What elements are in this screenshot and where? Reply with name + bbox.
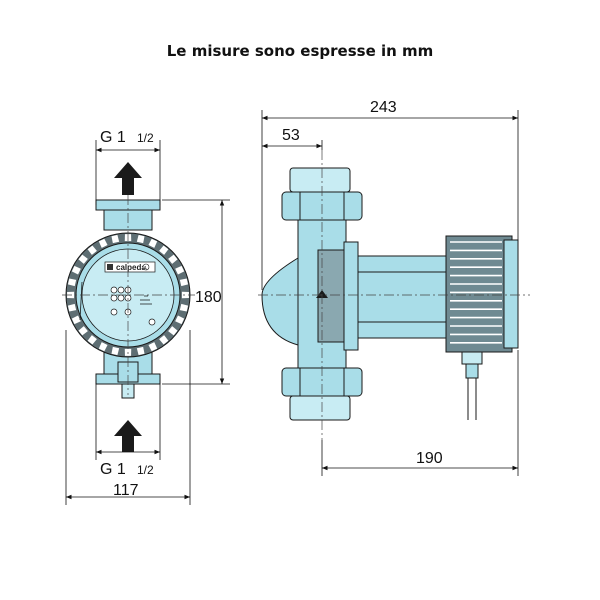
ring-tooth — [87, 335, 97, 345]
ring-tooth — [111, 346, 120, 356]
flow-arrow-bottom-icon — [114, 420, 142, 452]
button-1 — [110, 286, 118, 294]
width-label: 117 — [113, 482, 139, 499]
ring-tooth — [87, 245, 97, 255]
button-mode — [148, 318, 156, 326]
ring-tooth — [181, 291, 189, 299]
bottom-connection-label: G 1 — [100, 461, 126, 478]
front-centerlines — [62, 195, 195, 395]
front-dimensions — [65, 140, 230, 505]
end-cover — [503, 239, 519, 349]
button-4 — [110, 294, 118, 302]
motor-housing — [357, 255, 447, 339]
button-2 — [117, 286, 125, 294]
overall-length-label: 243 — [370, 99, 397, 116]
ring-tooth — [168, 326, 178, 336]
ring-tooth — [175, 265, 185, 275]
motor-flange-ring — [343, 241, 359, 351]
side-dimensions — [261, 110, 519, 476]
ring-tooth — [78, 326, 88, 336]
ring-tooth — [148, 342, 158, 352]
cable-gland-nut — [121, 383, 135, 399]
button-5 — [117, 294, 125, 302]
bottom-connection-fraction: 1/2 — [137, 463, 154, 477]
flow-arrow-top-icon — [114, 162, 142, 195]
ring-tooth — [159, 245, 169, 255]
ring-tooth — [159, 335, 169, 345]
side-cable-gland — [461, 351, 483, 365]
top-connection-fraction: 1/2 — [137, 131, 154, 145]
title: Le misure sono espresse in mm — [166, 42, 434, 60]
ring-tooth — [98, 342, 108, 352]
volute — [261, 257, 299, 346]
top-union-nut — [289, 167, 351, 193]
ring-tooth — [148, 238, 158, 248]
ring-tooth — [179, 303, 189, 312]
face-mark — [79, 281, 83, 321]
ring-teeth — [67, 234, 189, 356]
ring-tooth — [179, 278, 189, 287]
bottom-union-nut — [289, 395, 351, 421]
height-label: 180 — [195, 289, 222, 306]
ring-tooth — [71, 265, 81, 275]
ring-tooth — [136, 346, 145, 356]
motor-length-label: 190 — [416, 450, 443, 467]
indicator-lines — [140, 295, 152, 305]
side-view — [261, 167, 519, 421]
top-connection-label: G 1 — [100, 129, 126, 146]
inlet-offset-label: 53 — [282, 127, 300, 144]
brand-label: calpeda — [116, 263, 146, 272]
brand-logo-icon — [107, 264, 113, 270]
ring-tooth — [175, 315, 185, 325]
ring-tooth — [111, 234, 120, 244]
badge-label: A — [144, 266, 148, 272]
ring-tooth — [71, 315, 81, 325]
button-minus — [110, 308, 118, 316]
ring-tooth — [168, 254, 178, 264]
ring-tooth — [67, 278, 77, 287]
cooling-fins — [450, 241, 502, 344]
brand-plate — [104, 261, 156, 273]
side-cable-nut — [465, 363, 479, 379]
control-buttons — [110, 286, 156, 326]
side-centerlines — [258, 150, 530, 440]
ring-tooth — [98, 238, 108, 248]
ring-tooth — [67, 303, 77, 312]
ring-tooth — [136, 234, 145, 244]
badge-circle — [142, 263, 150, 271]
ring-tooth — [78, 254, 88, 264]
